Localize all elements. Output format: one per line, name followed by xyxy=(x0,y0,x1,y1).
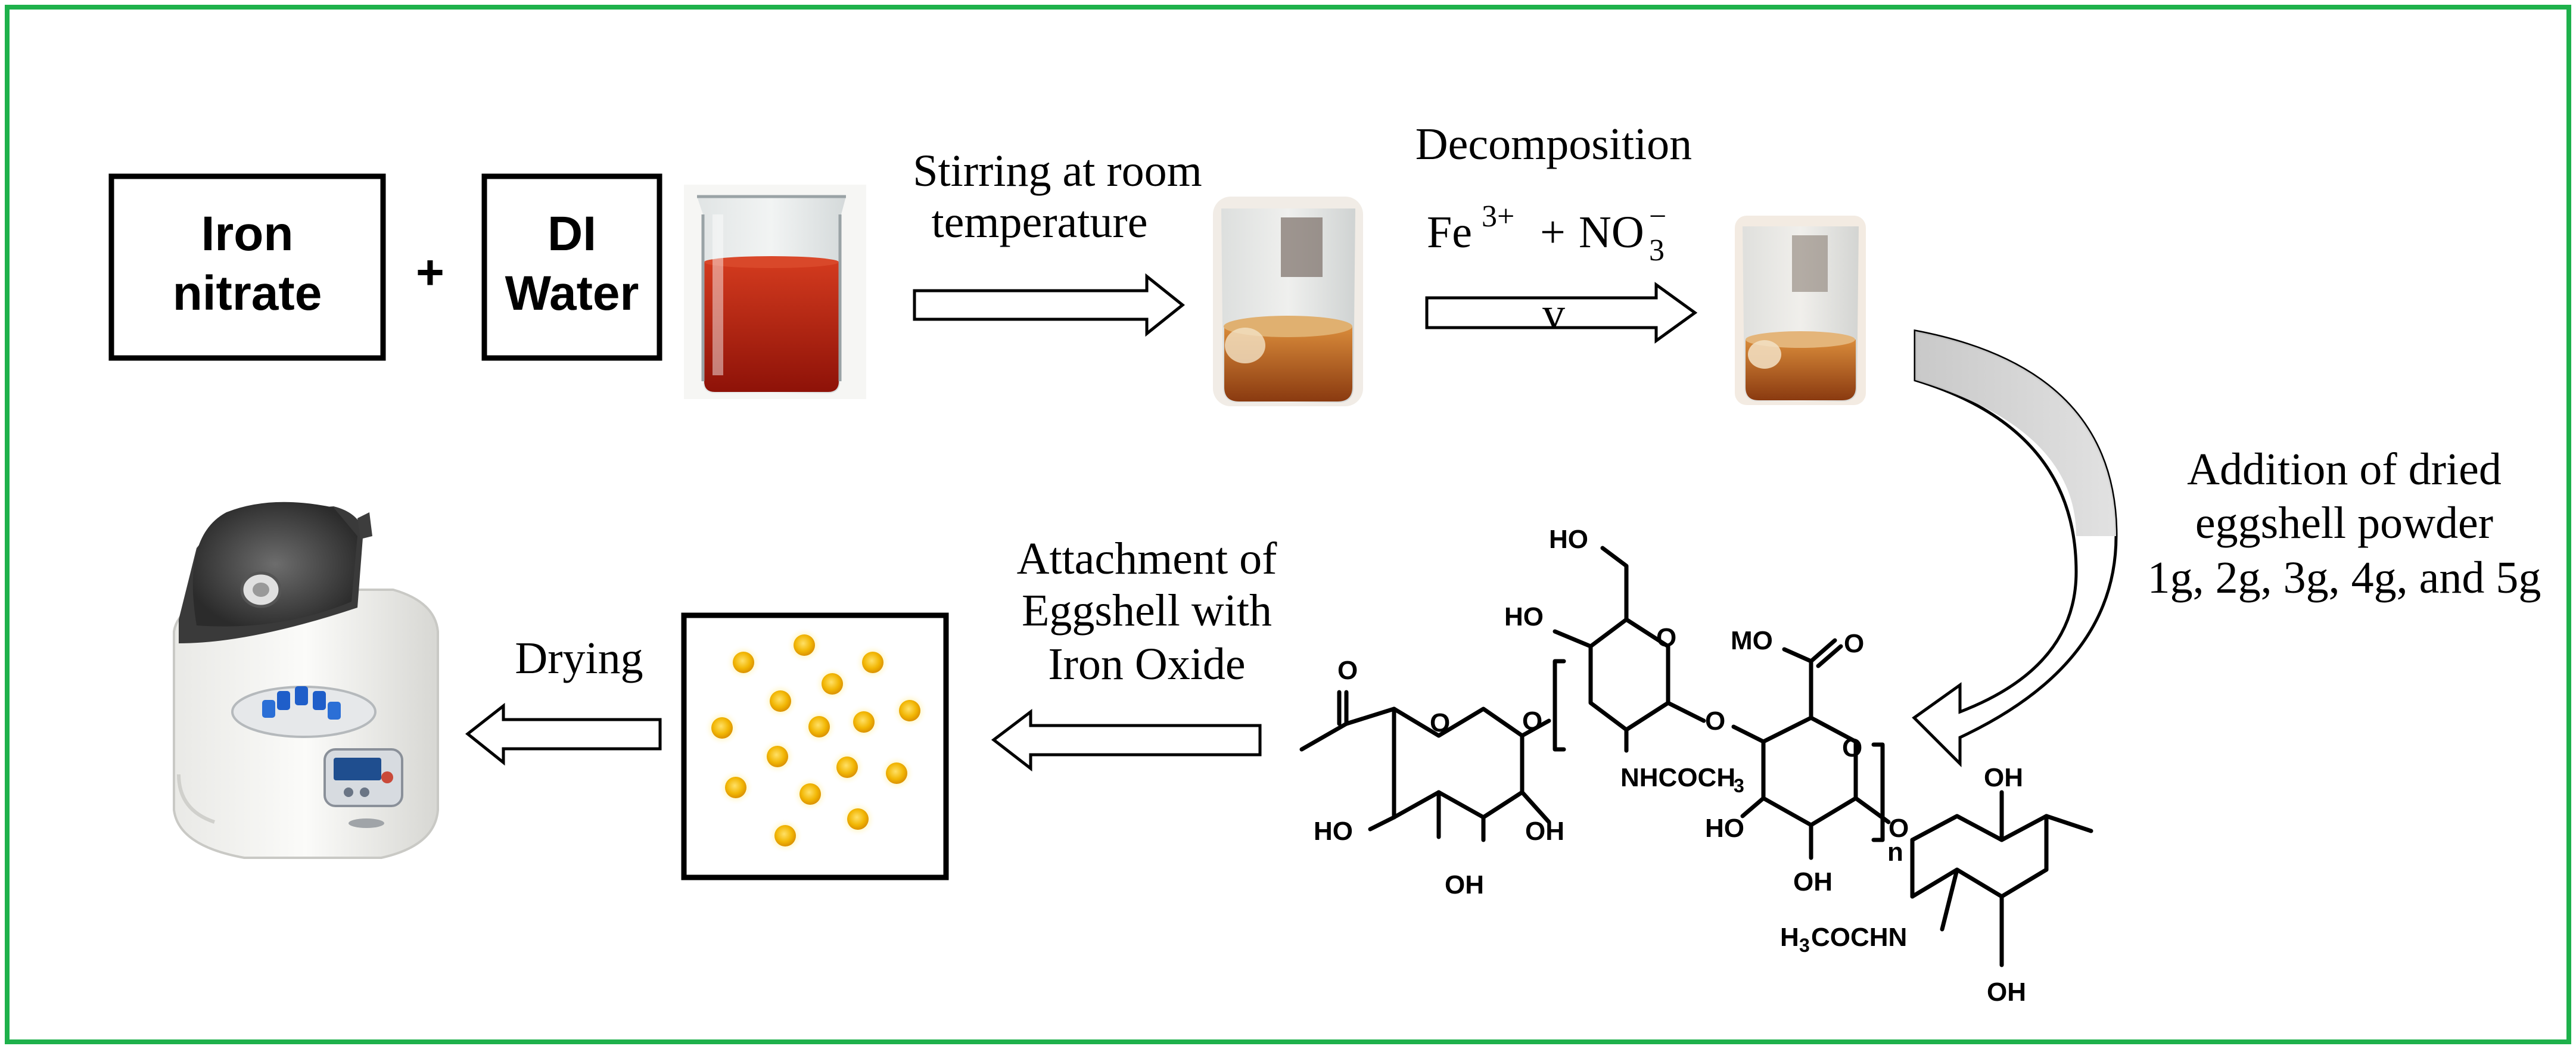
di-water-label-line2: Water xyxy=(505,266,639,320)
particle xyxy=(855,645,891,680)
nitrate-ion: NO xyxy=(1579,207,1644,257)
carbonyl-o-label: O xyxy=(1844,629,1864,658)
centrifuge-image xyxy=(173,502,439,859)
acid-ring-o-label: O xyxy=(1842,733,1862,762)
di-water-label-line1: DI xyxy=(547,207,596,261)
outer-frame xyxy=(5,5,2571,1044)
right-oh-bottom-label: OH xyxy=(1987,978,2026,1007)
nitrate-charge: − xyxy=(1649,200,1666,234)
plus-sign: + xyxy=(416,245,444,300)
particle xyxy=(760,739,795,774)
attachment-label-line1: Attachment of xyxy=(1017,534,1278,584)
particle xyxy=(801,709,837,745)
di-water-box: DI Water xyxy=(481,173,662,361)
particle xyxy=(704,710,740,746)
arrow-decomposition xyxy=(1425,282,1698,344)
stirring-label-line1: Stirring at room xyxy=(913,146,1202,196)
decomposition-equation: Fe 3+ + NO 3 − xyxy=(1427,200,1666,267)
h-label: H xyxy=(1780,923,1799,952)
left-oh-bottom-label: OH xyxy=(1445,870,1484,899)
left-oh-right-label: OH xyxy=(1525,817,1564,846)
equation-plus: + xyxy=(1540,207,1566,257)
nhcoch3-subscript: 3 xyxy=(1734,775,1744,796)
particle xyxy=(726,645,761,680)
glycosidic-o-1: O xyxy=(1522,706,1542,736)
iron-nitrate-label-line2: nitrate xyxy=(173,266,322,320)
arrow-attachment xyxy=(991,708,1262,772)
particle xyxy=(840,801,876,837)
curved-arrow-shading xyxy=(1915,331,2116,536)
particle xyxy=(767,818,803,854)
particle xyxy=(814,666,850,702)
beaker-stirred-image xyxy=(1213,197,1363,406)
attachment-label-line2: Eggshell with xyxy=(1022,586,1272,636)
repeat-n-label: n xyxy=(1887,838,1903,867)
acid-ho-label: HO xyxy=(1705,814,1744,843)
right-oh-top-label: OH xyxy=(1984,763,2023,792)
left-ho-label: HO xyxy=(1314,817,1353,846)
iron-nitrate-box: Iron nitrate xyxy=(108,173,386,361)
middle-ring-o-label: O xyxy=(1656,623,1676,652)
acetyl-o-label: O xyxy=(1337,656,1358,685)
arrow-drying xyxy=(465,702,662,766)
cochn-label: COCHN xyxy=(1811,923,1907,952)
addition-label-line2: eggshell powder xyxy=(2195,498,2493,548)
left-ring-o-label: O xyxy=(1430,708,1450,737)
drying-label: Drying xyxy=(515,633,643,683)
acid-oh-label: OH xyxy=(1793,867,1833,897)
particle xyxy=(829,749,865,785)
chitosan-structure: O O HO OH OH O HO HO O NHCOCH 3 O MO O O… xyxy=(1299,525,2093,1007)
beaker-decomposed-image xyxy=(1735,216,1866,405)
decomposition-label: Decomposition xyxy=(1415,119,1692,169)
addition-label-line1: Addition of dried xyxy=(2187,444,2502,494)
fe-charge: 3+ xyxy=(1482,200,1514,234)
beaker-red-solution-image xyxy=(684,185,866,399)
iron-nitrate-label-line1: Iron xyxy=(201,207,294,261)
top-ho-label: HO xyxy=(1549,525,1588,554)
particle xyxy=(879,755,914,791)
fe-ion: Fe xyxy=(1427,207,1472,257)
arrow-decomposition-mark: v xyxy=(1542,289,1565,339)
particle xyxy=(846,704,882,740)
glycosidic-o-2: O xyxy=(1705,706,1725,736)
particle xyxy=(792,776,828,812)
mo-label: MO xyxy=(1731,626,1773,655)
particles-box xyxy=(681,612,949,880)
h3-subscript: 3 xyxy=(1799,935,1810,956)
particle xyxy=(763,683,798,719)
addition-label-line3: 1g, 2g, 3g, 4g, and 5g xyxy=(2148,553,2541,603)
middle-ho-label: HO xyxy=(1504,602,1544,631)
particle xyxy=(786,627,822,663)
particle xyxy=(892,693,928,729)
attachment-label-line3: Iron Oxide xyxy=(1048,639,1245,689)
particle xyxy=(718,770,754,805)
nitrate-subscript: 3 xyxy=(1649,234,1665,267)
stirring-label-line2: temperature xyxy=(932,197,1148,247)
arrow-stirring xyxy=(913,273,1186,337)
glycosidic-o-3: O xyxy=(1889,814,1909,843)
nhcoch3-label: NHCOCH xyxy=(1620,763,1735,792)
